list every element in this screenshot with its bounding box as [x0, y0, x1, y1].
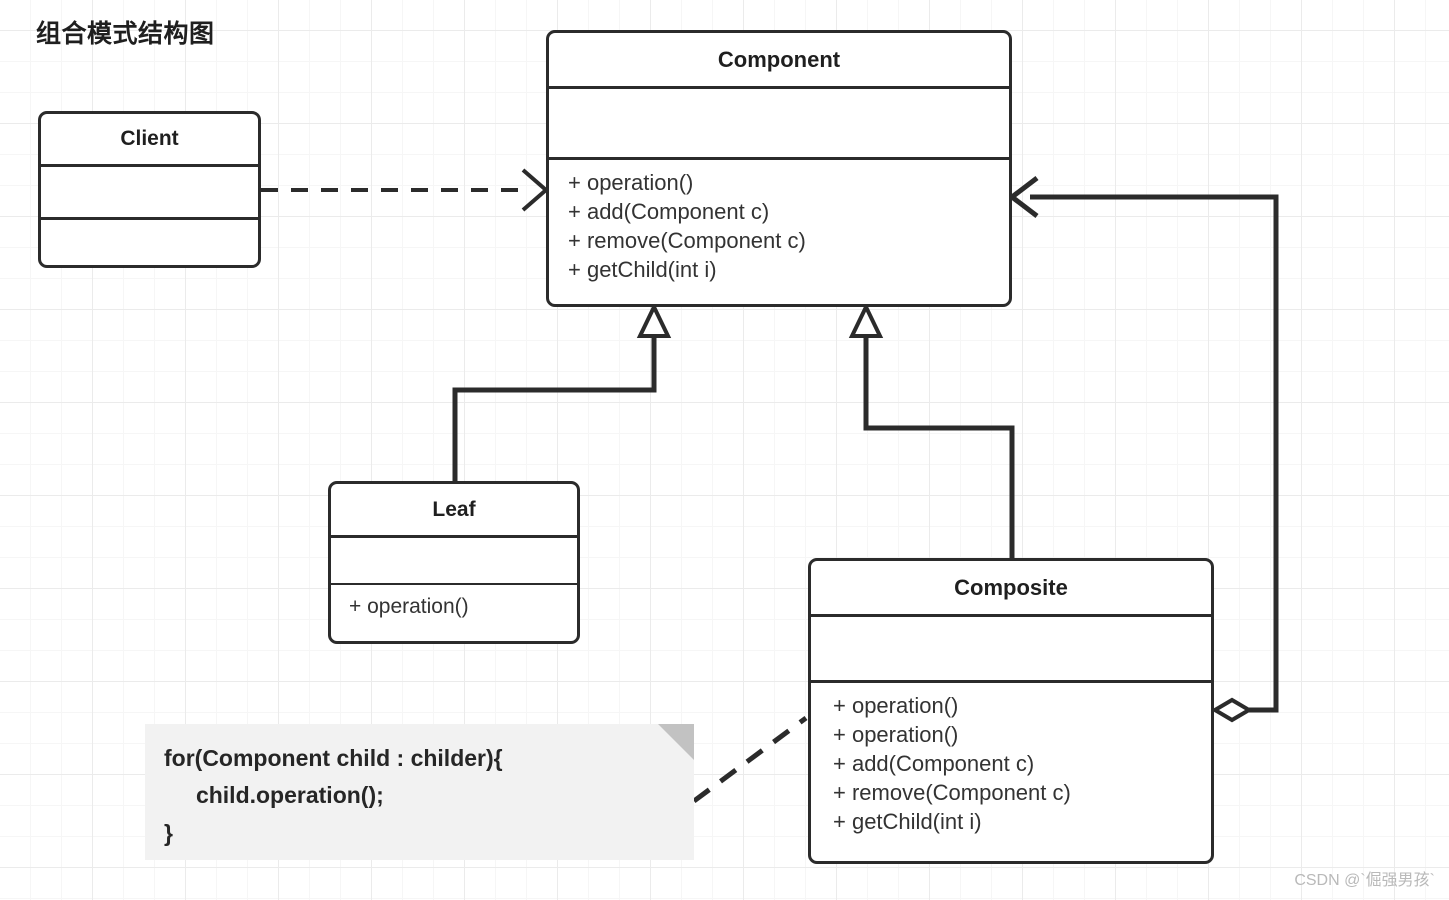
- generalization-line: [452, 334, 657, 481]
- note-code-line: for(Component child : childer){: [164, 745, 503, 771]
- watermark: CSDN @`倔强男孩`: [1294, 872, 1435, 889]
- class-box-composite[interactable]: Composite + operation() + operation() + …: [808, 558, 1214, 864]
- method-item: + operation(): [568, 170, 694, 195]
- class-methods-composite: + operation() + operation() + add(Compon…: [811, 683, 1211, 842]
- class-methods-client: [41, 220, 258, 265]
- class-divider: [549, 86, 1009, 89]
- class-box-client[interactable]: Client: [38, 111, 261, 268]
- class-box-component[interactable]: Component + operation() + add(Component …: [546, 30, 1012, 307]
- class-divider: [811, 680, 1211, 683]
- note-fold-corner-icon: [658, 724, 694, 760]
- relation-composite-component: [848, 302, 1015, 558]
- code-note[interactable]: for(Component child : childer){ child.op…: [145, 724, 694, 860]
- method-item: + operation(): [833, 693, 959, 718]
- hollow-triangle-arrowhead: [636, 302, 672, 338]
- class-divider: [331, 535, 577, 538]
- class-name-component: Component: [717, 46, 841, 72]
- generalization-line: [863, 334, 1015, 558]
- relation-leaf-component: [452, 302, 672, 481]
- class-name-leaf: Leaf: [432, 497, 476, 521]
- method-item: + remove(Component c): [833, 780, 1071, 806]
- hollow-triangle-arrowhead: [848, 302, 884, 338]
- class-attributes-component: [549, 89, 1009, 157]
- class-attributes-leaf: [331, 538, 577, 583]
- note-link-line: [692, 715, 808, 804]
- class-divider: [41, 164, 258, 167]
- method-item: + add(Component c): [833, 751, 1035, 777]
- class-divider: [331, 583, 577, 585]
- open-arrowhead: [521, 168, 550, 212]
- class-box-leaf[interactable]: Leaf + operation(): [328, 481, 580, 644]
- page-title: 组合模式结构图: [36, 20, 215, 48]
- relation-client-component: [261, 168, 550, 212]
- class-divider: [41, 217, 258, 220]
- class-divider: [549, 157, 1009, 160]
- open-arrowhead: [1007, 176, 1039, 218]
- hollow-diamond-decoration: [1211, 697, 1253, 723]
- class-divider: [811, 614, 1211, 617]
- method-item: + getChild(int i): [568, 257, 717, 283]
- class-attributes-composite: [811, 617, 1211, 680]
- note-code-line: }: [164, 819, 173, 846]
- method-item: + operation(): [349, 595, 469, 618]
- method-item: + operation(): [833, 722, 959, 748]
- class-methods-leaf: + operation(): [331, 585, 577, 627]
- class-name-composite: Composite: [954, 574, 1068, 600]
- class-attributes-client: [41, 167, 258, 217]
- method-item: + remove(Component c): [568, 228, 806, 254]
- class-name-client: Client: [120, 127, 179, 150]
- method-item: + getChild(int i): [833, 809, 982, 835]
- note-code-line: child.operation();: [164, 782, 384, 809]
- method-item: + add(Component c): [568, 199, 770, 225]
- class-methods-component: + operation() + add(Component c) + remov…: [549, 160, 1009, 290]
- relation-note-composite: [692, 715, 808, 804]
